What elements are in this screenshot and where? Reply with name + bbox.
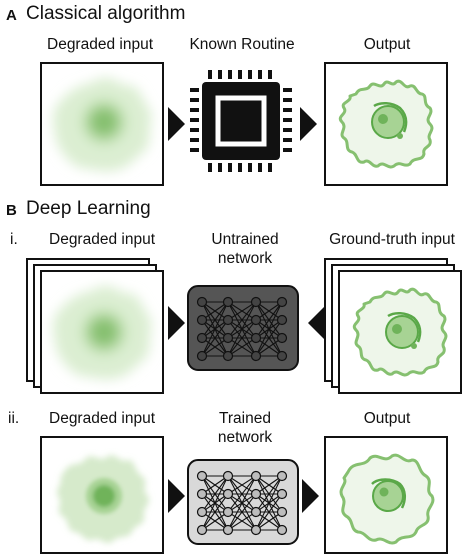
network-edge: [255, 493, 283, 531]
cpu-chip-icon: [186, 66, 296, 176]
network-node: [222, 506, 234, 518]
network-node: [222, 314, 234, 326]
network-node: [250, 296, 262, 308]
degraded-input-image: [40, 270, 164, 394]
network-edge: [201, 475, 229, 531]
network-node: [196, 524, 208, 536]
network-edge: [227, 475, 257, 513]
degraded-input-label: Degraded input: [47, 36, 153, 53]
section-a-letter: A: [6, 7, 17, 24]
network-edge: [201, 319, 229, 357]
network-node: [276, 296, 288, 308]
network-edge: [201, 475, 229, 513]
network-node: [222, 524, 234, 536]
row-ii-numeral: ii.: [8, 410, 20, 427]
network-node: [276, 332, 288, 344]
trained-network-icon: [186, 458, 300, 546]
untrained-network-label-line2: network: [217, 250, 273, 267]
network-node: [196, 296, 208, 308]
network-edge: [227, 511, 257, 531]
network-node: [250, 332, 262, 344]
network-node: [276, 506, 288, 518]
network-edge: [227, 319, 257, 357]
arrow-right-icon: [168, 479, 185, 513]
network-edge: [255, 337, 283, 357]
network-edge: [255, 301, 283, 321]
network-node: [222, 350, 234, 362]
network-node: [250, 524, 262, 536]
output-label: Output: [363, 36, 411, 53]
degraded-input-label: Degraded input: [49, 231, 155, 248]
network-node: [250, 314, 262, 326]
section-a-title: Classical algorithm: [26, 3, 186, 24]
network-edge: [227, 475, 257, 531]
ground-truth-label: Ground-truth input: [329, 231, 455, 248]
network-node: [276, 314, 288, 326]
network-node: [250, 506, 262, 518]
network-edge: [201, 475, 229, 495]
arrow-right-icon: [302, 479, 319, 513]
degraded-input-image: [40, 62, 164, 186]
network-node: [196, 506, 208, 518]
network-node: [276, 524, 288, 536]
network-node: [250, 470, 262, 482]
network-node: [276, 350, 288, 362]
network-node: [250, 488, 262, 500]
arrow-right-icon: [300, 107, 317, 141]
network-edge: [255, 301, 283, 357]
network-node: [222, 296, 234, 308]
network-edge: [201, 511, 229, 531]
output-image: [324, 62, 448, 186]
network-edge: [255, 511, 283, 531]
network-node: [276, 488, 288, 500]
network-node: [196, 470, 208, 482]
network-edge: [201, 337, 229, 357]
network-edge: [227, 301, 257, 357]
network-edge: [227, 475, 257, 495]
network-edge: [201, 301, 229, 321]
section-b-letter: B: [6, 202, 17, 219]
ground-truth-image: [338, 270, 462, 394]
network-edge: [227, 301, 257, 339]
network-edge: [255, 475, 283, 495]
network-edge: [227, 337, 257, 357]
untrained-network-label-line1: Untrained: [211, 231, 279, 248]
network-edge: [227, 301, 257, 321]
output-image: [324, 436, 448, 554]
network-edge: [255, 475, 283, 531]
network-node: [222, 470, 234, 482]
network-node: [196, 350, 208, 362]
network-edge: [201, 301, 229, 357]
network-node: [196, 488, 208, 500]
arrow-left-icon: [308, 306, 325, 340]
network-edge: [227, 493, 257, 531]
network-node: [222, 488, 234, 500]
network-edge: [201, 493, 229, 531]
trained-network-label-line1: Trained: [219, 410, 271, 427]
network-node: [196, 332, 208, 344]
network-edge: [255, 319, 283, 357]
section-b-title: Deep Learning: [26, 198, 151, 219]
row-i-numeral: i.: [10, 231, 18, 248]
degraded-input-label: Degraded input: [49, 410, 155, 427]
network-node: [222, 332, 234, 344]
network-edge: [255, 475, 283, 513]
arrow-right-icon: [168, 306, 185, 340]
network-node: [276, 470, 288, 482]
network-edge: [201, 301, 229, 339]
known-routine-label: Known Routine: [189, 36, 295, 53]
untrained-network-icon: [186, 284, 300, 372]
network-node: [250, 350, 262, 362]
trained-network-label-line2: network: [217, 429, 273, 446]
network-edge: [255, 301, 283, 339]
network-node: [196, 314, 208, 326]
degraded-input-image: [40, 436, 164, 554]
output-label: Output: [363, 410, 411, 427]
arrow-right-icon: [168, 107, 185, 141]
